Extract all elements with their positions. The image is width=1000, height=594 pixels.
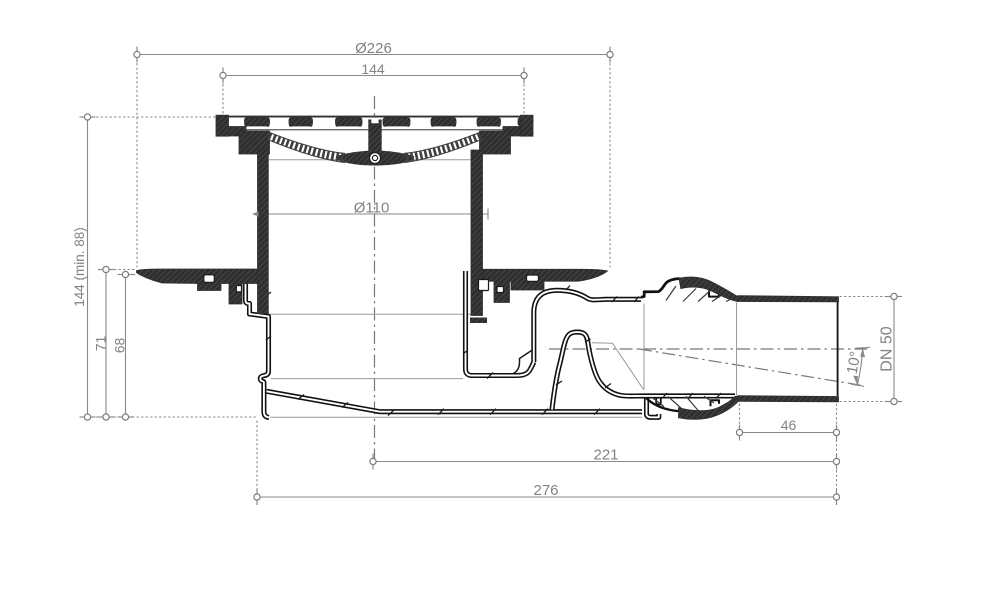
svg-text:71: 71 [93,336,109,352]
svg-text:DN 50: DN 50 [879,326,896,371]
svg-text:276: 276 [533,482,558,499]
svg-text:144 (min. 88): 144 (min. 88) [72,227,87,307]
svg-text:Ø110: Ø110 [354,200,390,217]
svg-text:46: 46 [781,417,797,433]
svg-text:10°: 10° [844,350,865,375]
svg-text:144: 144 [361,61,385,77]
svg-text:221: 221 [593,447,618,464]
svg-text:Ø226: Ø226 [355,40,392,57]
svg-text:68: 68 [112,338,128,354]
